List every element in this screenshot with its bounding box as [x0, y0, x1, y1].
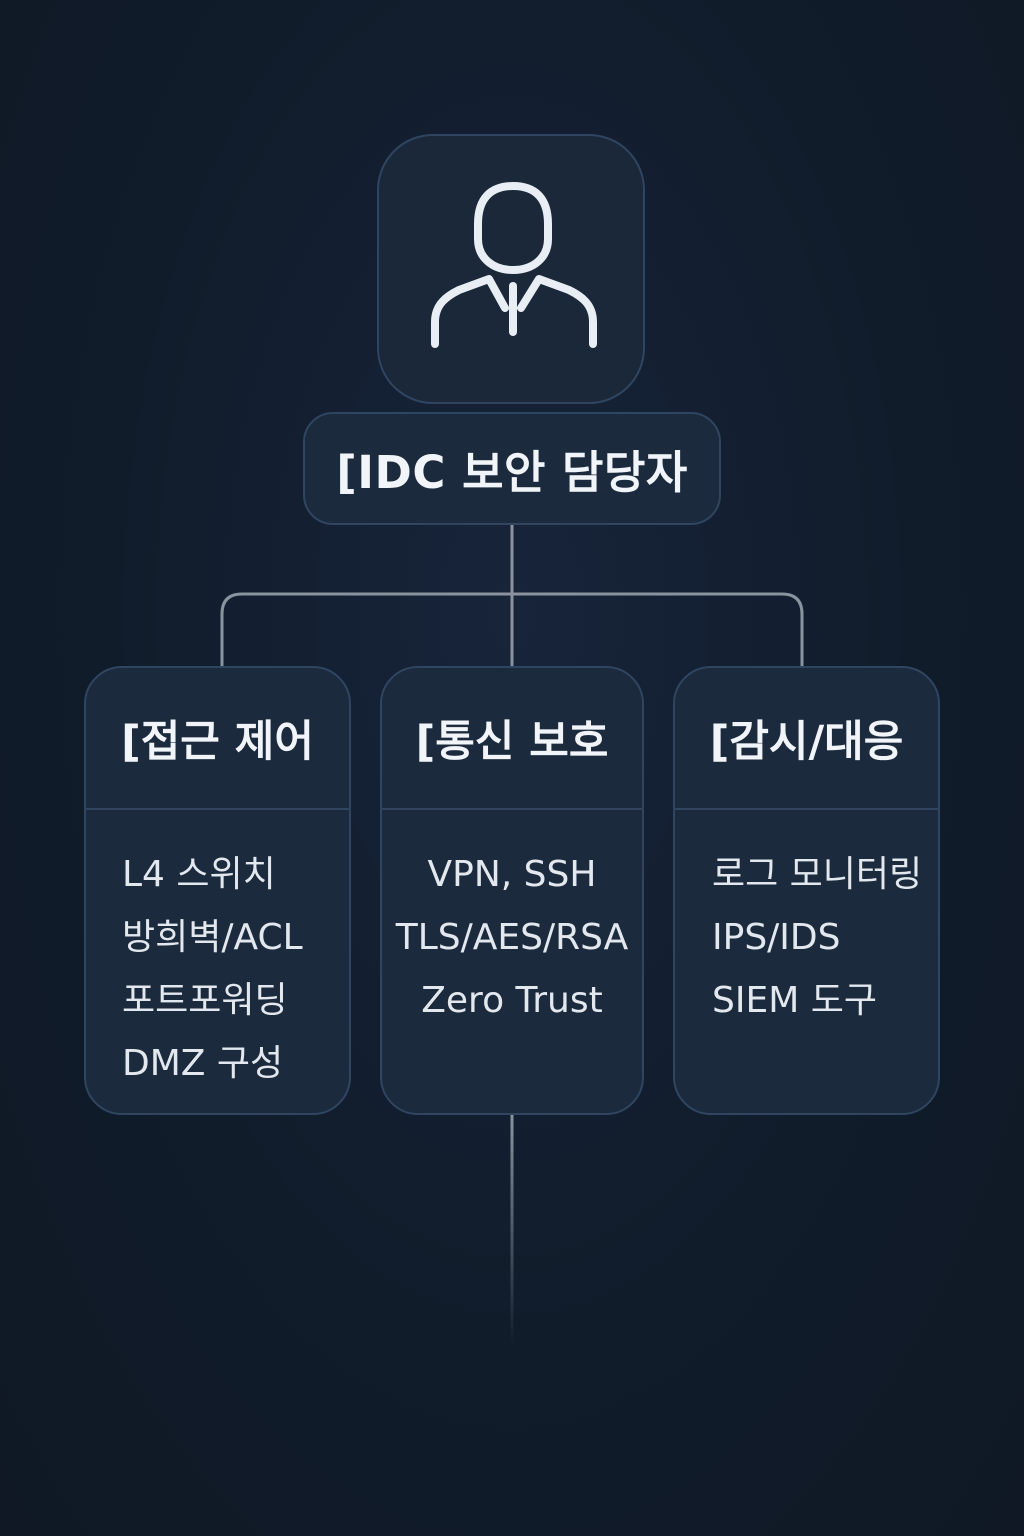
card-header: [통신 보호 — [382, 668, 642, 810]
list-item: IPS/IDS — [712, 917, 841, 958]
card-title: [접근 제어 — [121, 717, 314, 767]
head-outline — [474, 182, 552, 274]
card-communication-protection: [통신 보호 VPN, SSH TLS/AES/RSA Zero Trust — [380, 666, 644, 1115]
list-item: SIEM 도구 — [712, 980, 877, 1021]
card-body: VPN, SSH TLS/AES/RSA Zero Trust — [382, 810, 642, 1032]
list-item: L4 스위치 — [122, 854, 276, 895]
card-body: L4 스위치 방희벽/ACL 포트포워딩 DMZ 구성 — [86, 810, 349, 1095]
list-item: TLS/AES/RSA — [395, 917, 629, 958]
connector-left-branch — [220, 592, 512, 666]
card-title: [감시/대응 — [709, 717, 904, 767]
list-item: VPN, SSH — [427, 854, 597, 895]
list-item: Zero Trust — [421, 980, 603, 1021]
list-item: 포트포워딩 — [122, 980, 288, 1021]
card-header: [감시/대응 — [675, 668, 938, 810]
list-item: 로그 모니터링 — [712, 854, 923, 895]
list-item: 방희벽/ACL — [122, 917, 303, 958]
card-monitoring-response: [감시/대응 로그 모니터링 IPS/IDS SIEM 도구 — [673, 666, 940, 1115]
shoulders-outline — [431, 275, 597, 348]
root-title: [IDC 보안 담당자 — [336, 446, 688, 499]
list-item: DMZ 구성 — [122, 1043, 284, 1084]
card-access-control: [접근 제어 L4 스위치 방희벽/ACL 포트포워딩 DMZ 구성 — [84, 666, 351, 1115]
card-body: 로그 모니터링 IPS/IDS SIEM 도구 — [675, 810, 938, 1032]
avatar-box — [377, 134, 645, 404]
connector-tail — [510, 1115, 514, 1345]
person-tie-icon — [431, 182, 597, 348]
card-header: [접근 제어 — [86, 668, 349, 810]
connector-right-branch — [512, 592, 804, 666]
root-title-box: [IDC 보안 담당자 — [303, 412, 721, 525]
card-title: [통신 보호 — [415, 717, 609, 767]
